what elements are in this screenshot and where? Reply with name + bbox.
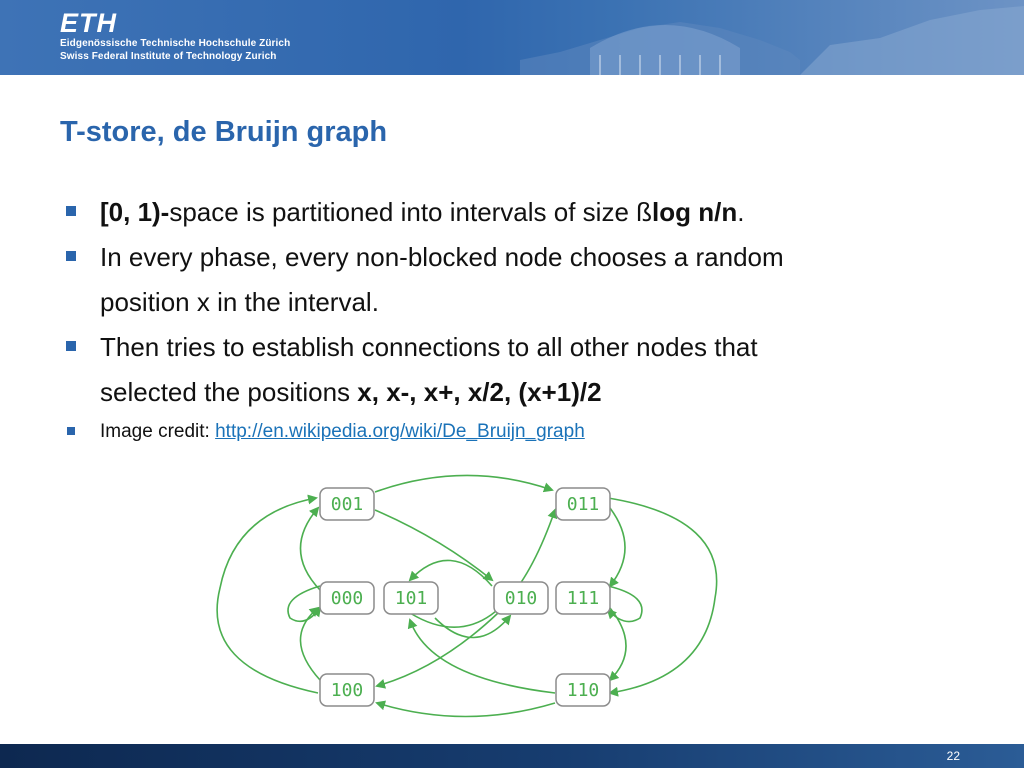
campus-building-image <box>520 6 1024 75</box>
bullet-square-icon <box>66 341 76 351</box>
graph-nodes: 001 011 000 101 010 111 100 110 <box>319 487 611 707</box>
bullet2-line1: In every phase, every non-blocked node c… <box>100 242 784 272</box>
svg-text:000: 000 <box>331 588 364 609</box>
bullet3-bold: x, x-, x+, x/2, (x+1)/2 <box>357 377 602 407</box>
svg-text:101: 101 <box>395 588 428 609</box>
de-bruijn-graph-diagram: 001 011 000 101 010 111 100 110 <box>216 474 718 718</box>
graph-node: 111 <box>555 581 611 615</box>
svg-text:100: 100 <box>331 680 364 701</box>
svg-text:010: 010 <box>505 588 538 609</box>
bullet1-bold-end: log n/n <box>652 197 738 227</box>
bullet-item-2: In every phase, every non-blocked node c… <box>60 235 960 325</box>
institution-name-english: Swiss Federal Institute of Technology Zu… <box>60 51 277 62</box>
graph-node: 010 <box>493 581 549 615</box>
bullet1-bold-start: [0, 1)- <box>100 197 170 227</box>
bullet-square-icon <box>66 251 76 261</box>
graph-node: 011 <box>555 487 611 521</box>
slide-title: T-store, de Bruijn graph <box>60 116 388 148</box>
svg-text:001: 001 <box>331 494 364 515</box>
svg-text:110: 110 <box>567 680 600 701</box>
graph-node: 001 <box>319 487 375 521</box>
bullet1-period: . <box>737 197 745 227</box>
bullet-item-3: Then tries to establish connections to a… <box>60 325 960 415</box>
page-number: 22 <box>946 749 960 763</box>
bullet-square-icon <box>66 206 76 216</box>
graph-node: 000 <box>319 581 375 615</box>
header-banner: ETH Eidgenössische Technische Hochschule… <box>0 0 1024 75</box>
svg-text:111: 111 <box>567 588 600 609</box>
bullet3-line1: Then tries to establish connections to a… <box>100 332 758 362</box>
footer-bar: 22 <box>0 744 1024 768</box>
bullet3-line2: selected the positions <box>100 377 358 407</box>
bullet-item-1: [0, 1)-space is partitioned into interva… <box>60 190 960 235</box>
bullet1-text: space is partitioned into intervals of s… <box>169 197 653 227</box>
graph-node: 110 <box>555 673 611 707</box>
graph-edges <box>216 474 718 718</box>
institution-name-german: Eidgenössische Technische Hochschule Zür… <box>60 38 291 49</box>
graph-node: 100 <box>319 673 375 707</box>
bullet-list: [0, 1)-space is partitioned into interva… <box>60 190 960 452</box>
bullet2-line2: position x in the interval. <box>100 287 379 317</box>
image-credit-label: Image credit: <box>100 421 216 442</box>
image-credit-link[interactable]: http://en.wikipedia.org/wiki/De_Bruijn_g… <box>215 421 585 442</box>
graph-node: 101 <box>383 581 439 615</box>
bullet-item-4: Image credit: http://en.wikipedia.org/wi… <box>60 412 960 452</box>
svg-text:011: 011 <box>567 494 600 515</box>
bullet-square-icon <box>67 427 75 435</box>
eth-logo: ETH <box>60 8 117 38</box>
